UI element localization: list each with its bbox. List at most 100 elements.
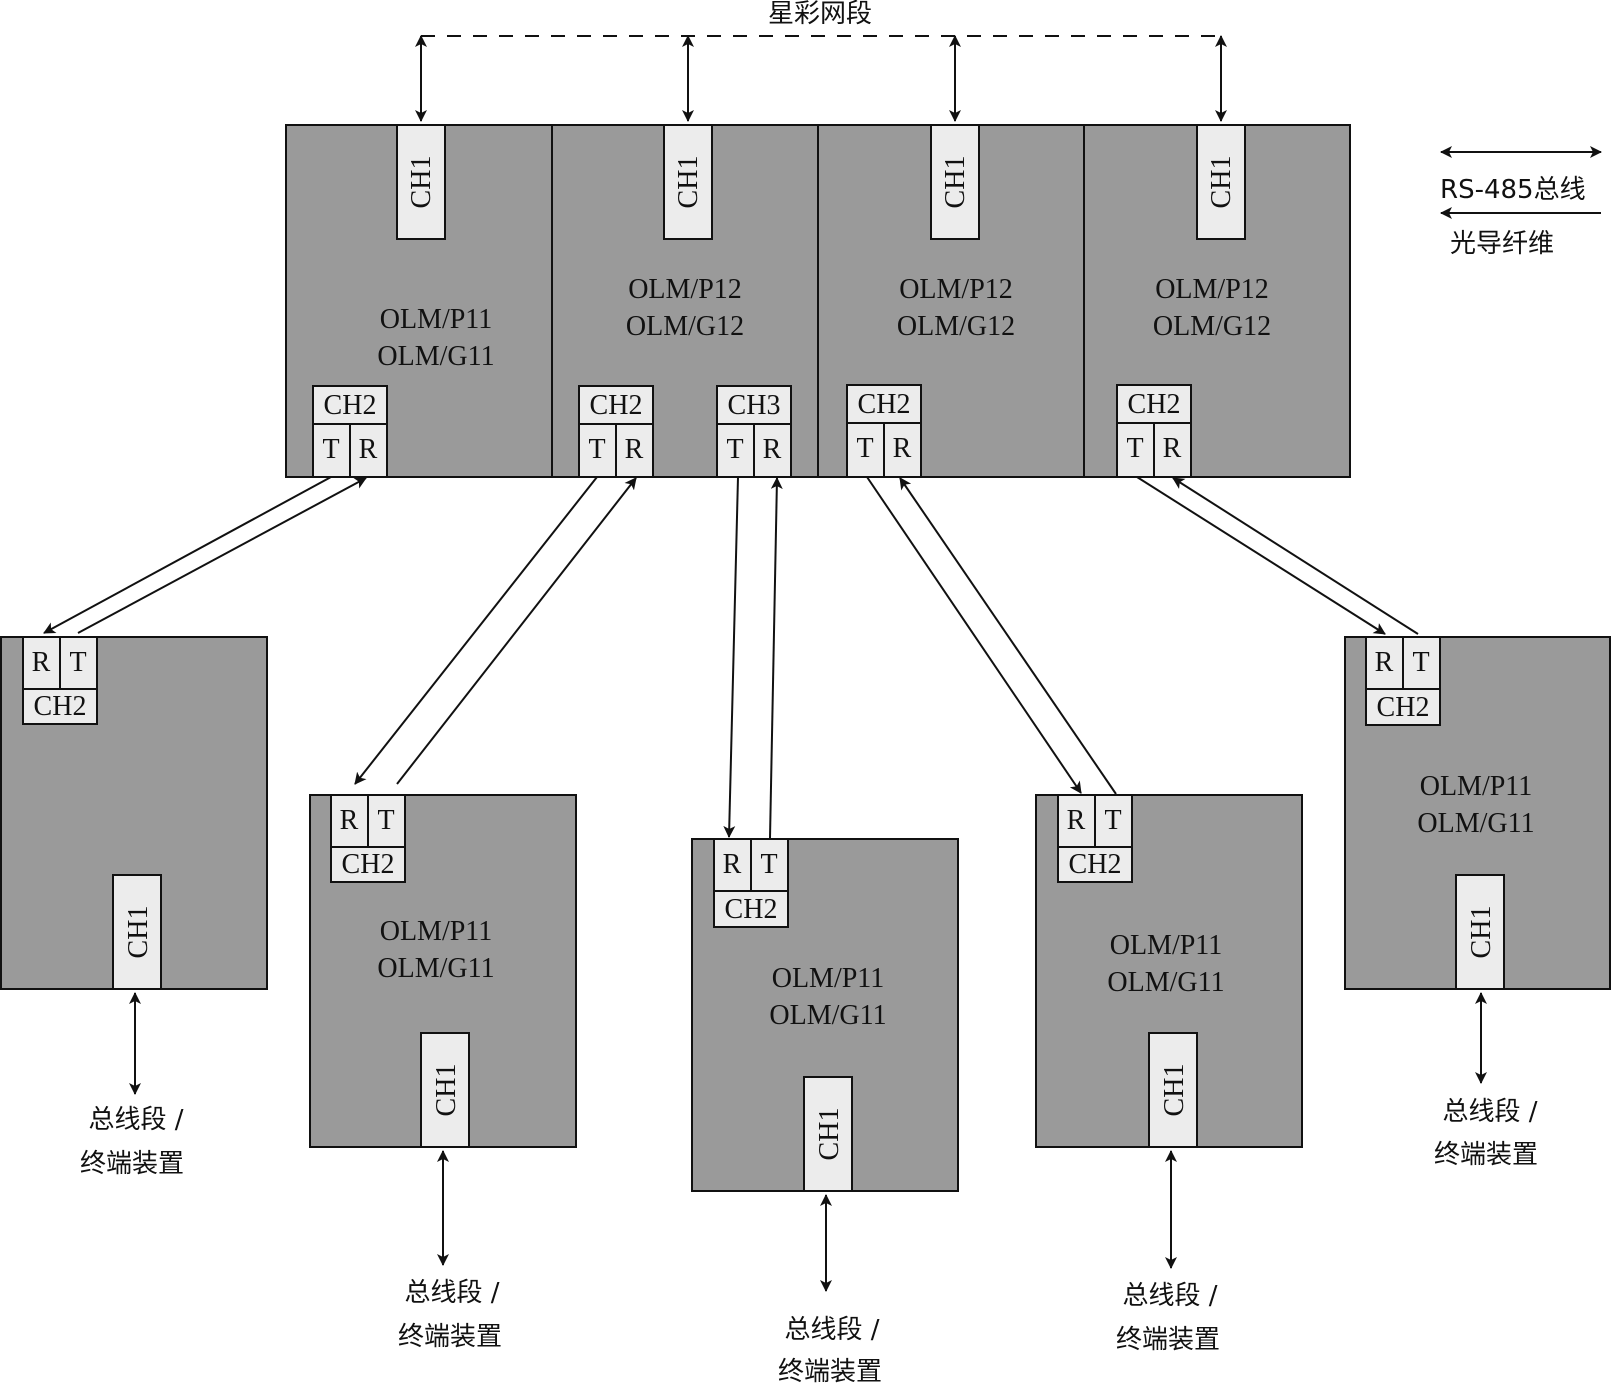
model-line2: OLM/G11 (1417, 808, 1534, 839)
fiber-legend-label: 光导纤维 (1450, 229, 1554, 259)
top-module-2: CH1 OLM/P12 OLM/G12 CH2 T R CH3 T R (551, 124, 819, 478)
ch1-label: CH1 (814, 1108, 845, 1161)
model-line1: OLM/P11 (380, 304, 493, 335)
ch2-port (578, 385, 654, 425)
bus-segment-label-line1: 总线段 / (1442, 1097, 1537, 1127)
bus-segment-label-line2: 终端装置 (1116, 1325, 1220, 1355)
top-module-4: CH1 OLM/P12 OLM/G12 CH2 T R (1083, 124, 1351, 478)
fiber-tx-top2-to-bottom2 (354, 476, 598, 785)
fiber-tx-top1-to-bottom1 (43, 476, 332, 634)
t-port (716, 423, 755, 478)
r-label: R (1375, 647, 1394, 678)
ch2-label: CH2 (725, 894, 778, 925)
bus-segment-label-line1: 总线段 / (784, 1315, 879, 1345)
fiber-tx-bottom3-to-top2ch3 (769, 477, 783, 839)
ch2-label: CH2 (1069, 849, 1122, 880)
star-segment-title: 星彩网段 (768, 0, 872, 29)
ch2-label: CH2 (858, 389, 911, 420)
ch1-label: CH1 (406, 156, 437, 209)
r-port (883, 422, 922, 478)
t-label: T (1104, 805, 1121, 836)
bottom-module-4: R T CH2 OLM/P11 OLM/G11 CH1 总线段 / 终端装置 (1035, 794, 1303, 1355)
t-label: T (322, 434, 339, 465)
r-label: R (893, 433, 912, 464)
ch2-port (713, 890, 789, 928)
ch3-label: CH3 (728, 390, 781, 421)
model-line2: OLM/G12 (1153, 311, 1271, 342)
model-line1: OLM/P12 (899, 274, 1013, 305)
top-module-1: CH1 OLM/P11 OLM/G11 CH2 T R (285, 124, 553, 478)
ch1-label: CH1 (1466, 906, 1497, 959)
rs485-legend-label: RS-485总线 (1440, 175, 1586, 205)
t-port (367, 794, 406, 848)
model-line1: OLM/P11 (772, 963, 885, 994)
model-line1: OLM/P12 (628, 274, 742, 305)
ch1-port (803, 1076, 853, 1192)
r-label: R (359, 434, 378, 465)
r-port (1057, 794, 1096, 848)
ch2-port (1365, 688, 1441, 726)
fiber-tx-top3-to-bottom4 (866, 476, 1082, 794)
model-line1: OLM/P11 (380, 916, 493, 947)
ch2-label: CH2 (1377, 692, 1430, 723)
r-label: R (32, 647, 51, 678)
ch2-port (1057, 846, 1133, 883)
fiber-tx-bottom4-to-top3 (899, 477, 1117, 795)
ch2-label: CH2 (1128, 389, 1181, 420)
model-line2: OLM/G11 (1107, 967, 1224, 998)
ch1-port (930, 124, 980, 240)
model-line2: OLM/G11 (377, 341, 494, 372)
ch1-label: CH1 (1159, 1064, 1190, 1117)
fiber-tx-bottom2-to-top2 (396, 477, 637, 785)
ch1-port (663, 124, 713, 240)
r-label: R (1163, 433, 1182, 464)
t-label: T (760, 849, 777, 880)
ch1-port (396, 124, 446, 240)
model-line2: OLM/G12 (626, 311, 744, 342)
r-label: R (723, 849, 742, 880)
model-line2: OLM/G11 (769, 1000, 886, 1031)
bus-segment-label-line2: 终端装置 (778, 1357, 882, 1385)
ch1-label: CH1 (123, 906, 154, 959)
r-label: R (340, 805, 359, 836)
bus-segment-label-line1: 总线段 / (1122, 1281, 1217, 1311)
ch1-port (420, 1032, 470, 1148)
ch1-label: CH1 (673, 156, 704, 209)
r-label: R (763, 434, 782, 465)
ch2-label: CH2 (324, 390, 377, 421)
r-port (713, 838, 752, 892)
ch2-port (330, 846, 406, 883)
ch1-port (1196, 124, 1246, 240)
rs485-top-links (415, 35, 1227, 122)
t-label: T (69, 647, 86, 678)
bottom-module-5: R T CH2 OLM/P11 OLM/G11 CH1 总线段 / 终端装置 (1344, 636, 1611, 1170)
t-label: T (588, 434, 605, 465)
bus-segment-label-line1: 总线段 / (404, 1278, 499, 1308)
fiber-tx-top2ch3-to-bottom3 (723, 476, 739, 838)
bus-segment-label-line2: 终端装置 (398, 1322, 502, 1352)
model-line1: OLM/P11 (1110, 930, 1223, 961)
t-port (846, 422, 885, 478)
r-port (615, 423, 654, 478)
t-label: T (377, 805, 394, 836)
bus-segment-label-line2: 终端装置 (80, 1149, 184, 1179)
ch1-port (1148, 1032, 1198, 1148)
model-line2: OLM/G11 (377, 953, 494, 984)
t-label: T (1412, 647, 1429, 678)
t-port (1116, 422, 1155, 478)
ch2-label: CH2 (342, 849, 395, 880)
r-port (753, 423, 792, 478)
r-label: R (625, 434, 644, 465)
r-port (1153, 422, 1192, 478)
fiber-tx-bottom5-to-top4 (1172, 477, 1419, 635)
bus-segment-label-line1: 总线段 / (88, 1105, 183, 1135)
bottom-module-3: R T CH2 OLM/P11 OLM/G11 CH1 总线段 / 终端装置 (691, 838, 959, 1385)
ch2-port (846, 384, 922, 424)
model-line1: OLM/P12 (1155, 274, 1269, 305)
legend: RS-485总线 光导纤维 (1440, 146, 1602, 259)
ch3-port (716, 385, 792, 425)
ch2-label: CH2 (34, 691, 87, 722)
model-line1: OLM/P11 (1420, 771, 1533, 802)
r-label: R (1067, 805, 1086, 836)
